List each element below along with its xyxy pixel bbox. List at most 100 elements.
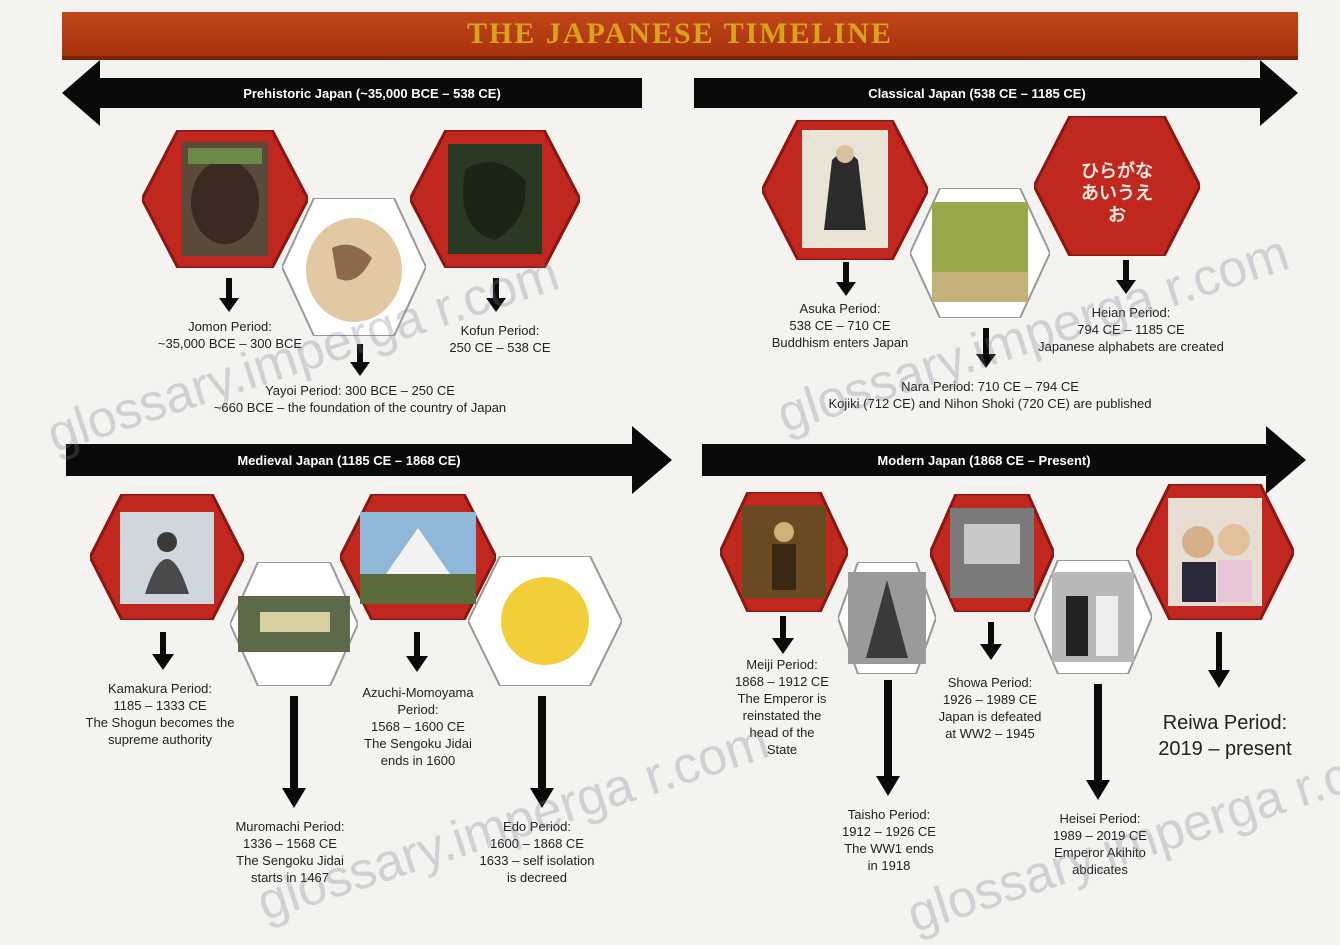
caption-edo: Edo Period: 1600 – 1868 CE 1633 – self i…: [452, 818, 622, 886]
page-title: The Japanese Timeline: [467, 17, 893, 50]
period-name: Kamakura Period:: [107, 681, 213, 696]
down-arrow: [530, 696, 554, 808]
era-label-prehistoric: Prehistoric Japan (~35,000 BCE – 538 CE): [243, 85, 501, 101]
period-dates: 1600 – 1868 CE: [490, 836, 584, 851]
period-name: Kofun Period:: [460, 323, 540, 338]
era-label-classical: Classical Japan (538 CE – 1185 CE): [868, 85, 1086, 101]
caption-kofun: Kofun Period: 250 CE – 538 CE: [420, 322, 580, 356]
period-note: Japan is defeated: [938, 709, 1042, 724]
period-name: Asuka Period:: [799, 301, 881, 316]
period-note: starts in 1467: [250, 870, 330, 885]
period-note: at WW2 – 1945: [945, 726, 1035, 741]
down-arrow: [219, 278, 239, 312]
period-dates: 538 CE – 710 CE: [789, 318, 891, 333]
period-note: The Emperor is: [737, 691, 827, 706]
period-dates: 1868 – 1912 CE: [735, 674, 829, 689]
edo-seal-image: [468, 556, 622, 686]
period-note: is decreed: [507, 870, 567, 885]
period-note: State: [766, 742, 798, 757]
era-label-medieval: Medieval Japan (1185 CE – 1868 CE): [237, 452, 461, 468]
caption-showa: Showa Period: 1926 – 1989 CE Japan is de…: [910, 674, 1070, 742]
period-note: head of the: [749, 725, 815, 740]
period-note: The WW1 ends: [844, 841, 934, 856]
taisho-monument-image: [838, 562, 936, 674]
period-dates: ~35,000 BCE – 300 BCE: [157, 336, 303, 351]
caption-heisei: Heisei Period: 1989 – 2019 CE Emperor Ak…: [1020, 810, 1180, 878]
caption-reiwa: Reiwa Period: 2019 – present: [1130, 710, 1320, 762]
caption-yayoi: Yayoi Period: 300 BCE – 250 CE ~660 BCE …: [110, 382, 610, 416]
title-banner: The Japanese Timeline: [62, 12, 1298, 60]
down-arrow: [486, 278, 506, 312]
era-arrow-classical: Classical Japan (538 CE – 1185 CE): [694, 58, 1298, 128]
heian-hiragana-image: ひらがな あいうえお: [1034, 116, 1200, 256]
period-note: ends in 1600: [380, 753, 456, 768]
period-note: Japanese alphabets are created: [1038, 339, 1224, 354]
asuka-prince-image: [762, 120, 928, 260]
down-arrow: [282, 696, 306, 808]
period-note: abdicates: [1072, 862, 1128, 877]
caption-taisho: Taisho Period: 1912 – 1926 CE The WW1 en…: [814, 806, 964, 874]
caption-nara: Nara Period: 710 CE – 794 CE Kojiki (712…: [760, 378, 1220, 412]
caption-heian: Heian Period: 794 CE – 1185 CE Japanese …: [1000, 304, 1262, 355]
period-name: Reiwa Period:: [1162, 712, 1288, 734]
period-note: Buddhism enters Japan: [771, 335, 909, 350]
period-note: The Shogun becomes the: [85, 715, 235, 730]
period-name: Showa Period:: [947, 675, 1033, 690]
down-arrow: [980, 622, 1002, 660]
period-note: The Sengoku Jidai: [364, 736, 472, 751]
period-name: Heian Period:: [1091, 305, 1171, 320]
caption-asuka: Asuka Period: 538 CE – 710 CE Buddhism e…: [740, 300, 940, 351]
period-dates: 1336 – 1568 CE: [243, 836, 337, 851]
meiji-emperor-image: [720, 492, 848, 612]
heisei-couple-image: [1034, 560, 1152, 674]
period-dates: 1989 – 2019 CE: [1053, 828, 1147, 843]
period-name: Muromachi Period:: [235, 819, 345, 834]
period-dates: 2019 – present: [1158, 738, 1292, 760]
period-name: Edo Period:: [503, 819, 571, 834]
caption-meiji: Meiji Period: 1868 – 1912 CE The Emperor…: [712, 656, 852, 758]
period-name: Meiji Period:: [746, 657, 818, 672]
down-arrow: [876, 680, 900, 796]
period-name: Heisei Period:: [1059, 811, 1141, 826]
caption-azuchi-momoyama: Azuchi-Momoyama Period: 1568 – 1600 CE T…: [332, 684, 504, 769]
caption-muromachi: Muromachi Period: 1336 – 1568 CE The Sen…: [200, 818, 380, 886]
era-label-modern: Modern Japan (1868 CE – Present): [877, 452, 1091, 468]
period-dates: 1912 – 1926 CE: [842, 824, 936, 839]
caption-jomon: Jomon Period: ~35,000 BCE – 300 BCE: [120, 318, 340, 352]
jomon-pottery-image: [142, 130, 308, 268]
period-note: supreme authority: [107, 732, 213, 747]
period-name: Azuchi-Momoyama: [362, 685, 474, 700]
period-name: Yayoi Period: 300 BCE – 250 CE: [265, 383, 455, 398]
down-arrow: [152, 632, 174, 670]
period-note: ~660 BCE – the foundation of the country…: [213, 400, 507, 415]
era-arrow-modern: Modern Japan (1868 CE – Present): [702, 424, 1306, 496]
period-dates: 250 CE – 538 CE: [449, 340, 551, 355]
down-arrow: [1086, 684, 1110, 800]
down-arrow: [1116, 260, 1136, 294]
period-note: Kojiki (712 CE) and Nihon Shoki (720 CE)…: [828, 396, 1152, 411]
muromachi-pavilion-image: [230, 562, 358, 686]
period-dates: 1568 – 1600 CE: [371, 719, 465, 734]
down-arrow: [406, 632, 428, 672]
period-note: Emperor Akihito: [1054, 845, 1146, 860]
period-dates: 1926 – 1989 CE: [943, 692, 1037, 707]
era-arrow-medieval: Medieval Japan (1185 CE – 1868 CE): [66, 424, 672, 496]
period-note: in 1918: [867, 858, 911, 873]
yayoi-scroll-image: [282, 198, 426, 336]
period-name: Nara Period: 710 CE – 794 CE: [901, 379, 1079, 394]
showa-ruins-image: [930, 494, 1054, 612]
period-name: Taisho Period:: [847, 807, 931, 822]
period-note: 1633 – self isolation: [479, 853, 595, 868]
period-note: reinstated the: [742, 708, 822, 723]
heian-image-text: ひらがな あいうえお: [1081, 161, 1153, 225]
caption-kamakura: Kamakura Period: 1185 – 1333 CE The Shog…: [50, 680, 270, 748]
down-arrow: [976, 328, 996, 368]
period-dates: 794 CE – 1185 CE: [1077, 322, 1185, 337]
era-arrow-prehistoric: Prehistoric Japan (~35,000 BCE – 538 CE): [62, 58, 642, 128]
down-arrow: [836, 262, 856, 296]
down-arrow: [1208, 632, 1230, 688]
reiwa-imperial-couple-image: [1136, 484, 1294, 620]
period-note: The Sengoku Jidai: [236, 853, 344, 868]
period-dates: 1185 – 1333 CE: [113, 698, 207, 713]
azuchi-castle-image: [340, 494, 496, 620]
